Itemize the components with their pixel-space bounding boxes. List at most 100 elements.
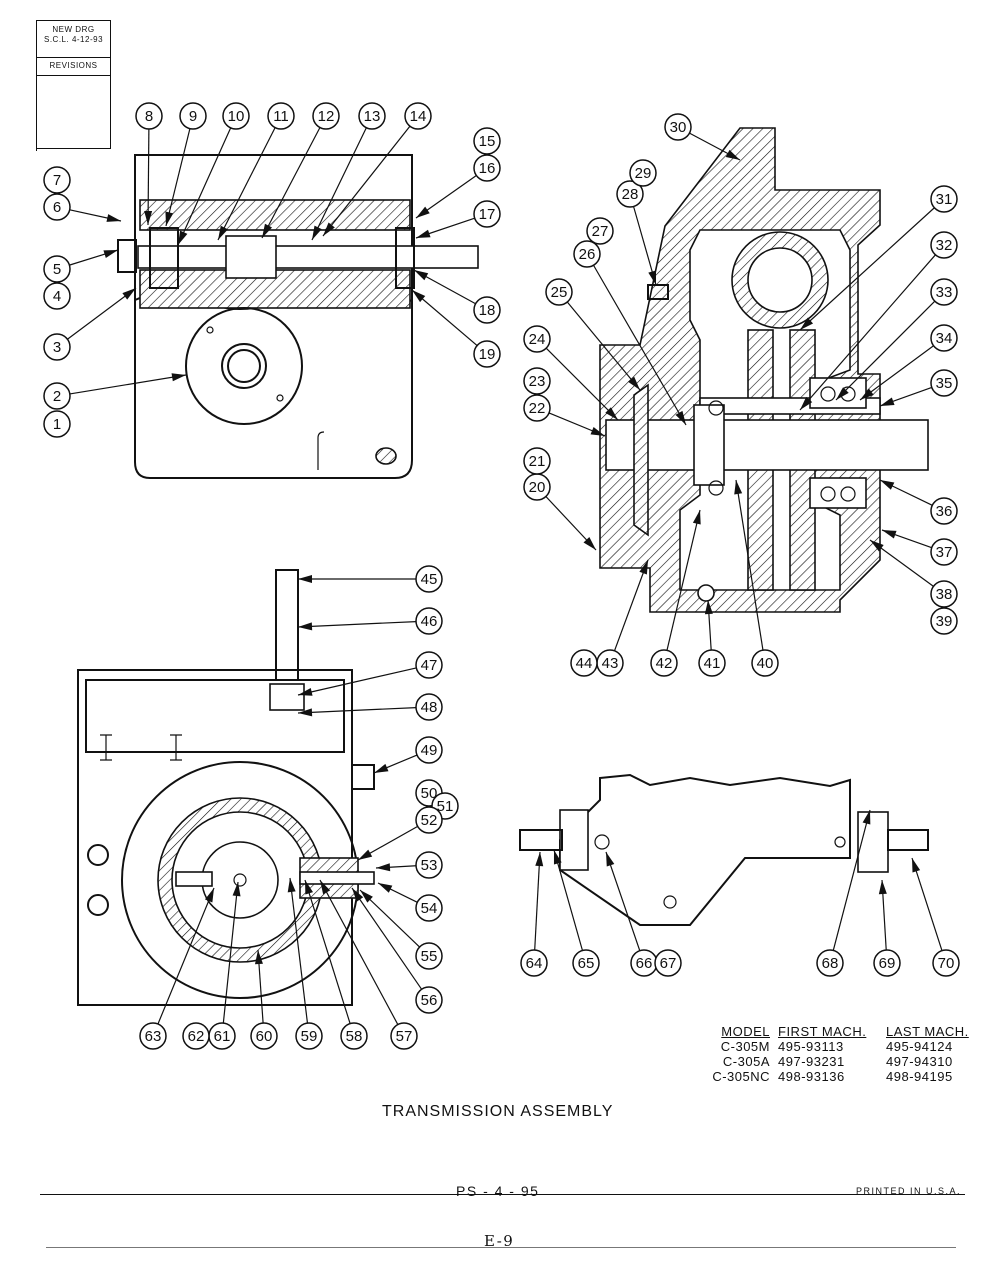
callout-bubble: [473, 154, 501, 182]
callout-bubble: [932, 949, 960, 977]
callout-bubble: [616, 180, 644, 208]
callout-58: 58: [304, 879, 368, 1050]
callout-bubble: [572, 949, 600, 977]
callout-label: 11: [273, 108, 289, 125]
callout-label: 26: [579, 246, 596, 263]
model-cell: C-305A: [722, 1054, 770, 1069]
table-row: C-305A 497-93231 497-94310: [684, 1054, 982, 1069]
callout-label: 40: [757, 655, 774, 672]
last-mach-cell: 498-94195: [886, 1069, 953, 1084]
leader-arrowhead: [590, 426, 605, 436]
callout-bubble: [930, 278, 958, 306]
model-cell: C-305NC: [712, 1069, 770, 1084]
first-mach-cell: 495-93113: [778, 1039, 844, 1054]
callout-42: 42: [650, 509, 701, 677]
callout-bubble: [415, 693, 443, 721]
callout-label: 8: [145, 108, 153, 125]
footer-rule: [40, 1194, 965, 1195]
leader-line: [319, 879, 399, 1025]
model-cell: C-305M: [720, 1039, 770, 1054]
callout-label: 30: [670, 119, 687, 136]
leader-line: [911, 857, 943, 951]
callout-bubble: [523, 447, 551, 475]
leader-line: [613, 559, 649, 652]
callout-label: 5: [53, 261, 61, 278]
callout-label: 12: [318, 108, 335, 125]
callout-label: 27: [592, 223, 609, 240]
callout-4: 4: [43, 282, 71, 310]
callout-bubble: [415, 986, 443, 1014]
callout-66: 66: [605, 851, 658, 977]
callout-label: 42: [656, 655, 673, 672]
callout-label: 28: [622, 186, 639, 203]
callout-44: 44: [570, 649, 598, 677]
callout-label: 64: [526, 955, 543, 972]
callout-label: 60: [256, 1028, 273, 1045]
callout-48: 48: [297, 693, 443, 721]
leader-line: [735, 479, 764, 651]
callout-label: 17: [479, 206, 496, 223]
callout-bubble: [135, 102, 163, 130]
callout-16: 16: [415, 154, 501, 219]
leader-arrowhead: [204, 888, 214, 903]
callout-label: 3: [53, 339, 61, 356]
callout-bubble: [473, 200, 501, 228]
callout-36: 36: [879, 479, 958, 525]
callout-45: 45: [298, 565, 443, 593]
callout-22: 22: [523, 394, 606, 437]
callout-bubble: [43, 410, 71, 438]
callout-label: 19: [479, 346, 496, 363]
sheet-rule: [46, 1247, 956, 1248]
callout-label: 45: [421, 571, 438, 588]
callout-63: 63: [139, 887, 215, 1050]
callout-label: 54: [421, 900, 438, 917]
leader-arrowhead: [144, 210, 153, 225]
callout-17: 17: [415, 200, 501, 239]
callout-bubble: [654, 949, 682, 977]
callout-38: 38: [869, 539, 958, 608]
callout-bubble: [930, 185, 958, 213]
callout-label: 52: [421, 812, 438, 829]
callout-label: 56: [421, 992, 438, 1009]
callout-bubble: [295, 1022, 323, 1050]
drawing-title: TRANSMISSION ASSEMBLY: [382, 1103, 614, 1120]
callout-label: 66: [636, 955, 653, 972]
callout-label: 57: [396, 1028, 413, 1045]
callout-label: 53: [421, 857, 438, 874]
leader-arrowhead: [262, 223, 273, 238]
callout-14: 14: [322, 102, 432, 237]
leader-line: [799, 207, 935, 331]
callout-11: 11: [217, 102, 295, 241]
leader-arrowhead: [734, 480, 743, 495]
leader-arrowhead: [605, 407, 618, 420]
callout-label: 22: [529, 400, 546, 417]
callout-bubble: [43, 382, 71, 410]
sheet-number: E-9: [484, 1232, 515, 1250]
callout-label: 39: [936, 613, 953, 630]
leader-arrowhead: [414, 270, 429, 281]
callout-bubble: [930, 231, 958, 259]
leader-arrowhead: [298, 687, 313, 696]
callout-label: 41: [704, 655, 721, 672]
last-mach-cell: 495-94124: [886, 1039, 953, 1054]
leader-line: [534, 851, 541, 951]
callout-29: 29: [629, 159, 657, 187]
callout-5: 5: [43, 249, 119, 283]
leader-arrowhead: [254, 950, 263, 965]
callout-bubble: [43, 255, 71, 283]
leader-line: [566, 301, 641, 391]
callout-bubble: [415, 851, 443, 879]
callout-41: 41: [698, 599, 726, 677]
callout-25: 25: [545, 278, 641, 391]
table-row: C-305M 495-93113 495-94124: [684, 1039, 982, 1054]
leader-arrowhead: [675, 410, 686, 425]
leader-arrowhead: [627, 376, 640, 390]
callout-bubble: [930, 538, 958, 566]
view-section-right: [599, 127, 929, 613]
callout-label: 33: [936, 284, 953, 301]
page-code: PS - 4 - 95: [456, 1183, 540, 1199]
callout-label: 44: [576, 655, 593, 672]
callout-68: 68: [816, 809, 871, 977]
callout-bubble: [222, 102, 250, 130]
callout-60: 60: [250, 949, 278, 1050]
